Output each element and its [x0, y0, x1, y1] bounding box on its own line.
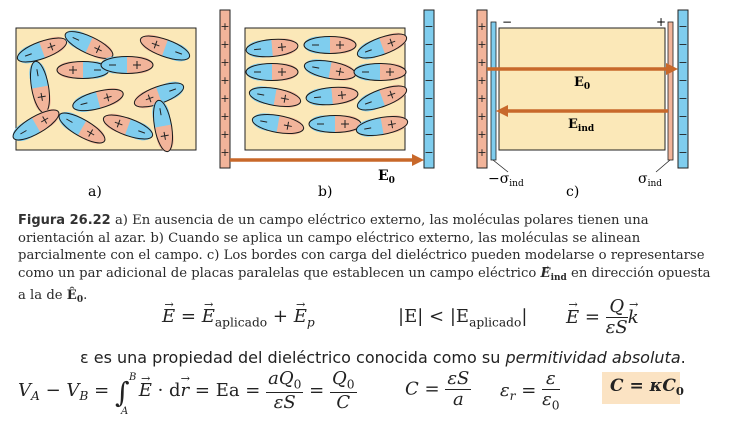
- caption-e0: Ê: [66, 288, 77, 304]
- minus-sign: −: [502, 15, 512, 29]
- label-e0: E0: [574, 75, 590, 92]
- svg-text:−: −: [424, 128, 433, 141]
- molecule: [353, 63, 407, 81]
- svg-text:+: +: [477, 92, 486, 105]
- svg-text:−: −: [424, 74, 433, 87]
- panel-c: +++ +++ ++ −−− −−− −− − + E0 Eind −σind …: [476, 9, 689, 189]
- permittivity-note: ε es una propiedad del dieléctrico conoc…: [80, 348, 686, 367]
- svg-text:+: +: [477, 56, 486, 69]
- svg-text:+: +: [220, 146, 229, 159]
- dielectric-figure: a) + + + + + + + + − − − − − − − − E0 b): [8, 9, 689, 200]
- svg-text:+: +: [220, 110, 229, 123]
- label-e0: E0: [378, 168, 395, 186]
- equation-dielectric-capacitance: C = κC0: [610, 376, 684, 399]
- svg-text:+: +: [220, 38, 229, 51]
- svg-text:−: −: [424, 20, 433, 33]
- svg-text:−: −: [678, 56, 687, 69]
- svg-text:−: −: [424, 146, 433, 159]
- svg-text:+: +: [477, 38, 486, 51]
- svg-text:−: −: [678, 74, 687, 87]
- svg-text:−: −: [678, 128, 687, 141]
- panel-label-b: b): [318, 184, 332, 200]
- highlight-box: [602, 372, 680, 404]
- svg-text:+: +: [220, 74, 229, 87]
- svg-text:−: −: [424, 110, 433, 123]
- figure-number: Figura 26.22: [18, 213, 111, 228]
- panel-a: [8, 25, 197, 154]
- svg-text:−: −: [678, 20, 687, 33]
- svg-text:+: +: [477, 110, 486, 123]
- plus-sign: +: [656, 15, 666, 29]
- label-sigma-ind: σind: [638, 171, 662, 189]
- caption-text: a) En ausencia de un campo eléctrico ext…: [18, 213, 705, 281]
- svg-text:−: −: [424, 92, 433, 105]
- svg-text:+: +: [477, 128, 486, 141]
- label-minus-sigma-ind: −σind: [488, 171, 524, 189]
- panel-label-c: c): [566, 184, 579, 200]
- molecule: [303, 36, 357, 54]
- svg-text:−: −: [678, 146, 687, 159]
- svg-text:−: −: [424, 38, 433, 51]
- svg-text:+: +: [220, 56, 229, 69]
- equation-field: E = QεSk: [566, 298, 639, 337]
- svg-text:+: +: [477, 146, 486, 159]
- equation-inequality: |E| < |Eaplicado|: [398, 306, 528, 330]
- label-eind: Eind: [568, 117, 595, 134]
- panel-b: + + + + + + + + − − − − − − − − E0: [219, 9, 435, 186]
- svg-text:−: −: [678, 92, 687, 105]
- molecule: [245, 63, 299, 81]
- panel-label-a: a): [88, 184, 102, 200]
- molecule: [308, 115, 362, 133]
- svg-text:+: +: [477, 20, 486, 33]
- figure-caption: Figura 26.22 a) En ausencia de un campo …: [18, 212, 718, 310]
- svg-text:+: +: [477, 74, 486, 87]
- caption-e-ind: E: [541, 265, 551, 283]
- svg-text:+: +: [220, 92, 229, 105]
- molecule: [100, 56, 154, 74]
- svg-text:−: −: [678, 110, 687, 123]
- svg-text:+: +: [220, 128, 229, 141]
- equation-superposition: E = Eaplicado + Ep: [162, 306, 315, 329]
- caption-text-2: en dirección opuesta a la de: [18, 265, 711, 304]
- svg-text:+: +: [220, 20, 229, 33]
- svg-text:−: −: [424, 56, 433, 69]
- svg-text:−: −: [678, 38, 687, 51]
